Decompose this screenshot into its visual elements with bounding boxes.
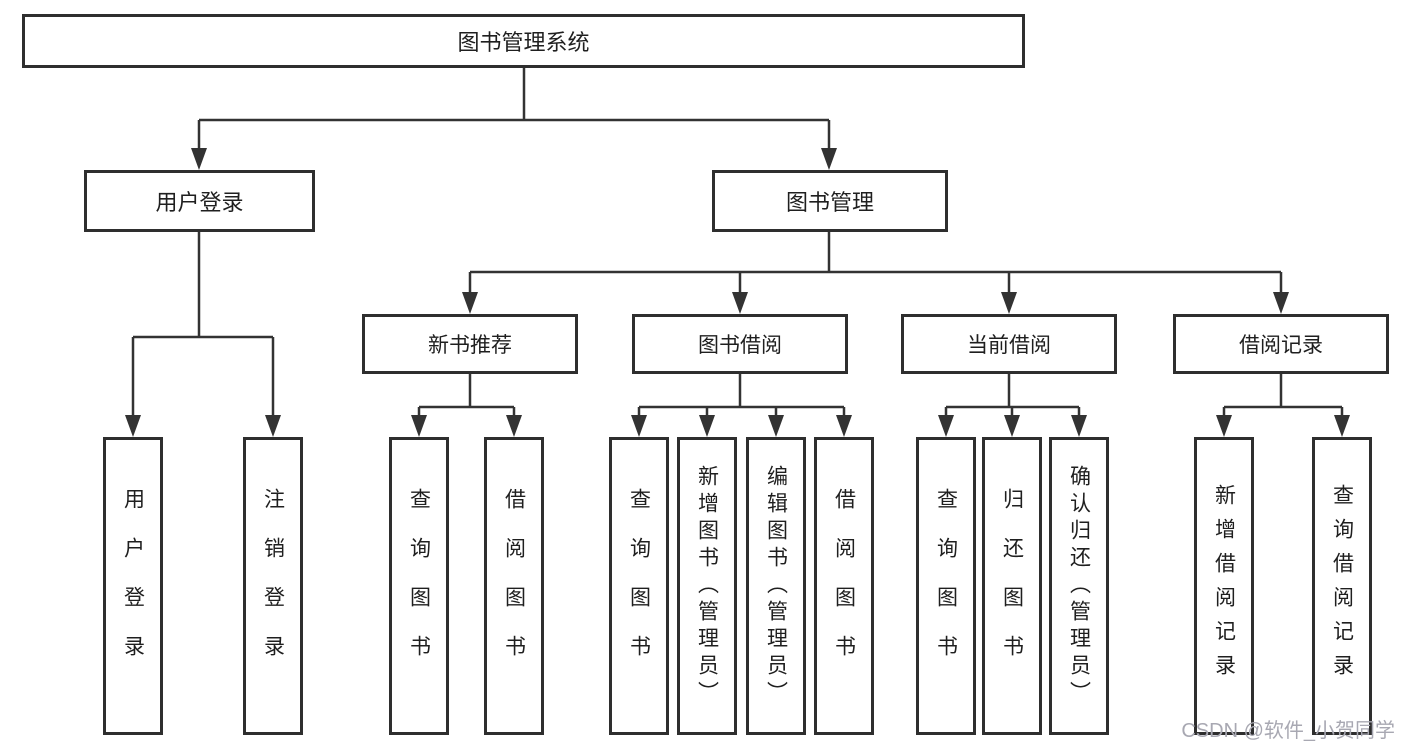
leaf-add-borrow-record: 新增借阅记录 <box>1194 437 1254 735</box>
leaf-user-login: 用户登录 <box>103 437 163 735</box>
leaf-borrow-books-recommend: 借阅图书 <box>484 437 544 735</box>
node-current-borrow: 当前借阅 <box>901 314 1117 374</box>
node-new-book-recommend: 新书推荐 <box>362 314 578 374</box>
leaf-add-books-admin: 新增图书（管理员） <box>677 437 737 735</box>
leaf-query-books-current: 查询图书 <box>916 437 976 735</box>
leaf-query-books-borrow: 查询图书 <box>609 437 669 735</box>
leaf-borrow-books-borrow: 借阅图书 <box>814 437 874 735</box>
leaf-query-books-recommend: 查询图书 <box>389 437 449 735</box>
node-borrow-records: 借阅记录 <box>1173 314 1389 374</box>
node-book-borrow: 图书借阅 <box>632 314 848 374</box>
node-book-management: 图书管理 <box>712 170 948 232</box>
watermark: CSDN @软件_小贺同学 <box>1181 720 1395 742</box>
leaf-return-books: 归还图书 <box>982 437 1042 735</box>
leaf-confirm-return-admin: 确认归还（管理员） <box>1049 437 1109 735</box>
leaf-logout-login: 注销登录 <box>243 437 303 735</box>
node-library-system: 图书管理系统 <box>22 14 1025 68</box>
leaf-query-borrow-record: 查询借阅记录 <box>1312 437 1372 735</box>
leaf-edit-books-admin: 编辑图书（管理员） <box>746 437 806 735</box>
node-user-login: 用户登录 <box>84 170 315 232</box>
